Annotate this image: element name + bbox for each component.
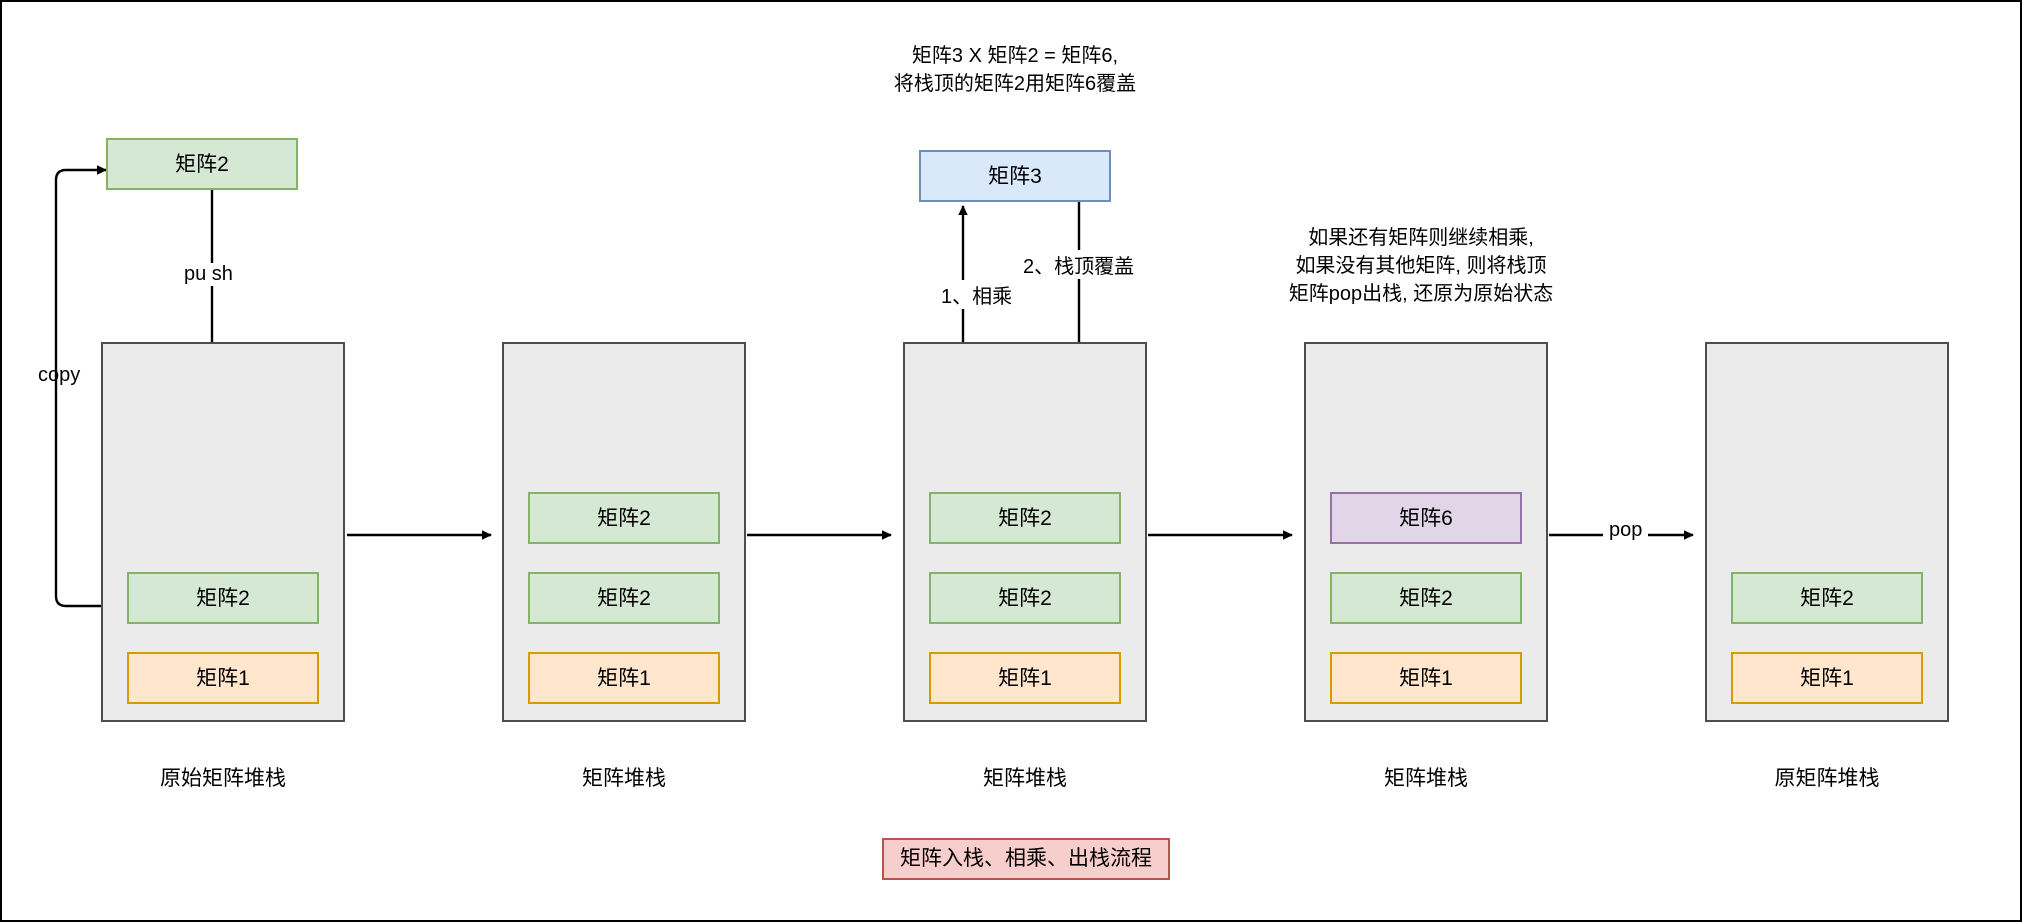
stack-3[interactable]: 矩阵2 矩阵2 矩阵1 (903, 342, 1147, 722)
copy-label: copy (38, 364, 81, 386)
stack-2-cell-2[interactable]: 矩阵1 (528, 652, 720, 704)
floating-matrix-box-multiplier[interactable]: 矩阵3 (919, 150, 1111, 202)
annotation-pop-line-2: 矩阵pop出栈, 还原为原始状态 (1288, 283, 1554, 305)
stack-4-cell-0[interactable]: 矩阵6 (1330, 492, 1522, 544)
stack-5[interactable]: 矩阵2 矩阵1 (1705, 342, 1949, 722)
stack-4[interactable]: 矩阵6 矩阵2 矩阵1 (1304, 342, 1548, 722)
copy-arrow (54, 165, 107, 608)
annotation-multiply-line-1: 将栈顶的矩阵2用矩阵6覆盖 (893, 73, 1137, 95)
stack-5-caption: 原矩阵堆栈 (1774, 767, 1880, 790)
stack-1-caption: 原始矩阵堆栈 (160, 767, 286, 790)
stack-5-cell-0[interactable]: 矩阵2 (1731, 572, 1923, 624)
annotation-pop-line-1: 如果没有其他矩阵, 则将栈顶 (1295, 255, 1547, 277)
stack-3-cell-1[interactable]: 矩阵2 (929, 572, 1121, 624)
annotation-pop: 如果还有矩阵则继续相乘, 如果没有其他矩阵, 则将栈顶 矩阵pop出栈, 还原为… (1171, 224, 1671, 308)
stack-3-cell-0[interactable]: 矩阵2 (929, 492, 1121, 544)
stack-5-cell-1[interactable]: 矩阵1 (1731, 652, 1923, 704)
floating-matrix-box-source[interactable]: 矩阵2 (106, 138, 298, 190)
stack-4-caption: 矩阵堆栈 (1384, 767, 1468, 790)
push-label: pu sh (180, 263, 237, 286)
stack-2-cell-0[interactable]: 矩阵2 (528, 492, 720, 544)
diagram-title: 矩阵入栈、相乘、出栈流程 (882, 838, 1170, 880)
multiply-label: 1、相乘 (936, 280, 1018, 309)
stack-4-cell-1[interactable]: 矩阵2 (1330, 572, 1522, 624)
stack-1-cell-0[interactable]: 矩阵2 (127, 572, 319, 624)
annotation-multiply: 矩阵3 X 矩阵2 = 矩阵6, 将栈顶的矩阵2用矩阵6覆盖 (765, 42, 1265, 98)
stack-1[interactable]: 矩阵2 矩阵1 (101, 342, 345, 722)
annotation-pop-line-0: 如果还有矩阵则继续相乘, (1308, 227, 1534, 249)
stack-3-caption: 矩阵堆栈 (983, 767, 1067, 790)
overwrite-top-label: 2、栈顶覆盖 (1018, 250, 1140, 279)
stack-1-cell-1[interactable]: 矩阵1 (127, 652, 319, 704)
annotation-multiply-line-0: 矩阵3 X 矩阵2 = 矩阵6, (911, 45, 1119, 67)
stack-2-caption: 矩阵堆栈 (582, 767, 666, 790)
stack-2[interactable]: 矩阵2 矩阵2 矩阵1 (502, 342, 746, 722)
stack-2-cell-1[interactable]: 矩阵2 (528, 572, 720, 624)
stack-4-cell-2[interactable]: 矩阵1 (1330, 652, 1522, 704)
stack-3-cell-2[interactable]: 矩阵1 (929, 652, 1121, 704)
pop-label: pop (1603, 519, 1649, 542)
